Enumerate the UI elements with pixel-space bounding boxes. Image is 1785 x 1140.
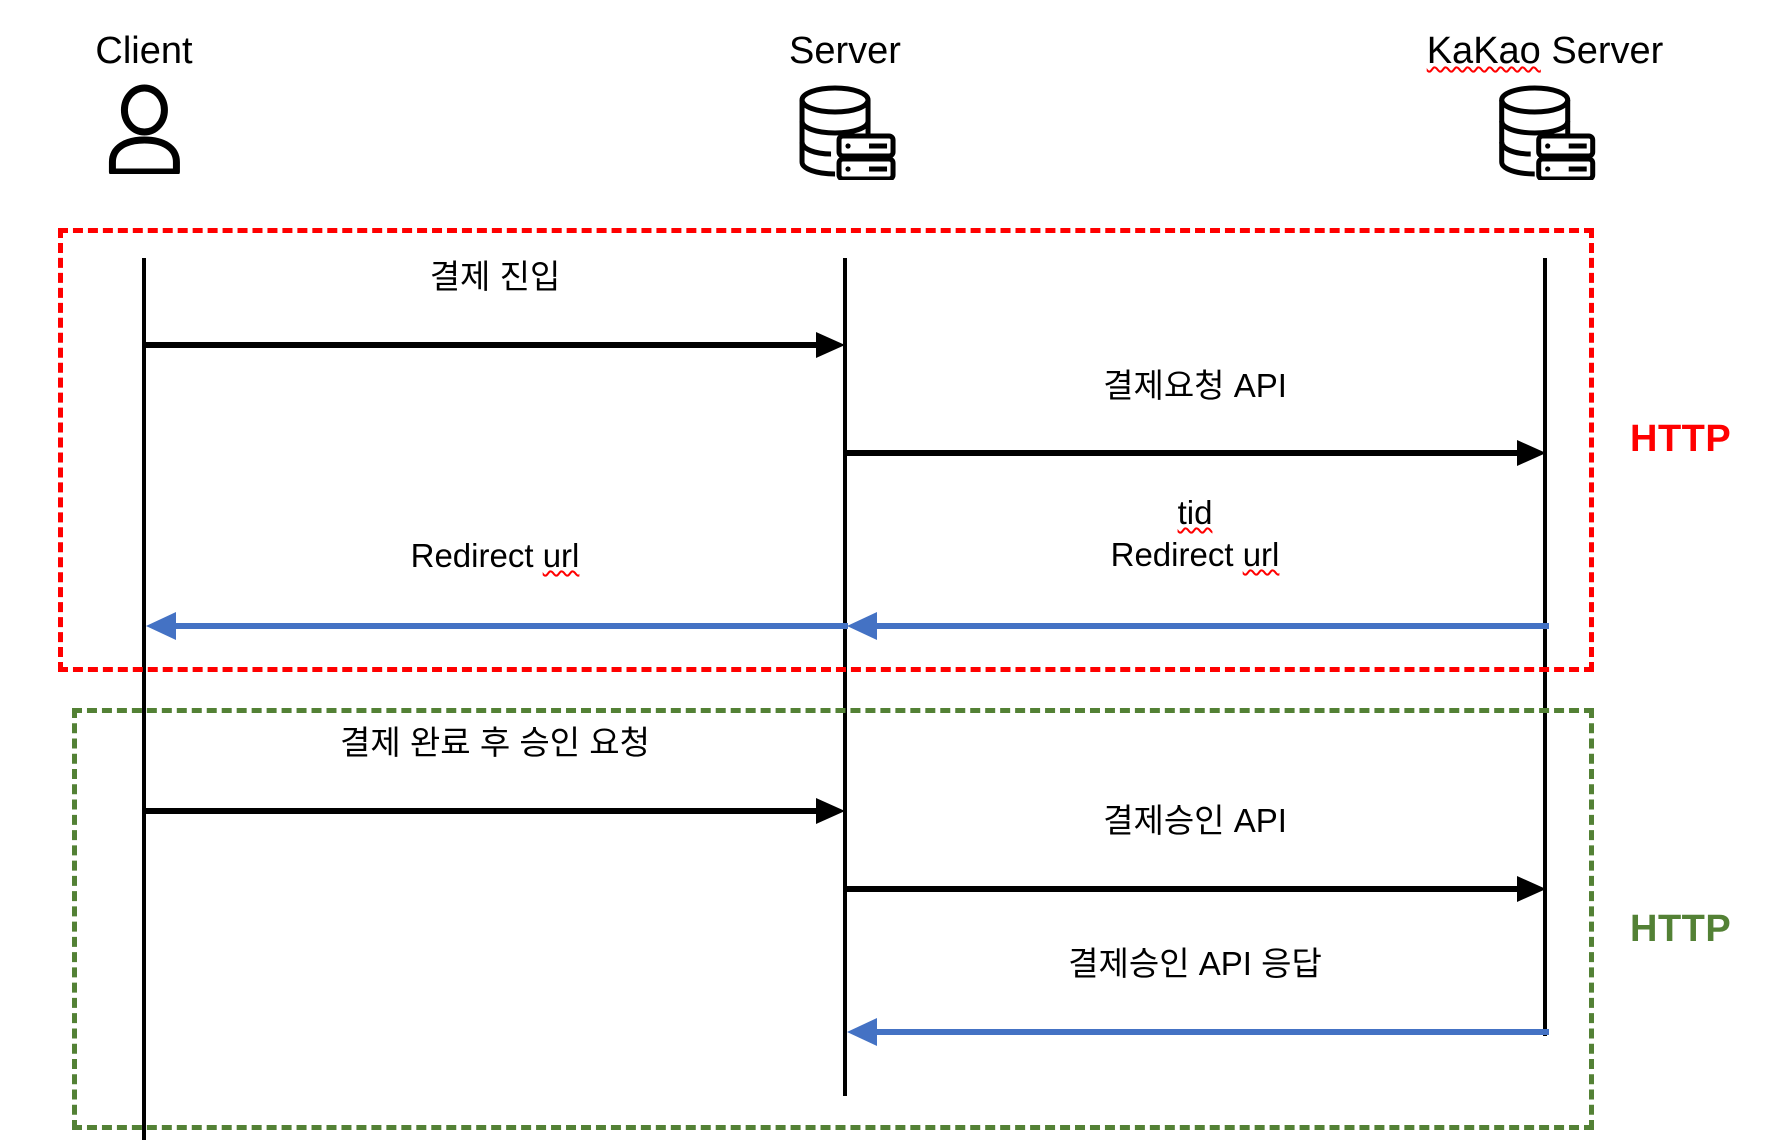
phase-box-http-green bbox=[72, 708, 1594, 1130]
lifeline-kakao bbox=[1543, 258, 1547, 1036]
database-server-icon bbox=[799, 85, 896, 180]
actor-client: Client bbox=[95, 28, 193, 174]
message-arrow-redirect-url-client bbox=[146, 612, 848, 640]
message-arrow-approval-request-after-payment bbox=[144, 798, 845, 824]
redirect-text: Redirect bbox=[410, 537, 543, 574]
misspelled-word-url: url bbox=[1242, 536, 1280, 573]
message-label-payment-request-api: 결제요청 API bbox=[1103, 367, 1287, 404]
actor-client-label: Client bbox=[95, 30, 193, 72]
redirect-text: Redirect bbox=[1110, 536, 1243, 573]
message-arrow-payment-request-api bbox=[845, 440, 1546, 466]
actor-kakao-server-suffix: Server bbox=[1540, 30, 1664, 72]
phase-label-http-red: HTTP bbox=[1630, 418, 1732, 460]
message-arrow-payment-approval-api bbox=[845, 876, 1546, 902]
actor-server: Server bbox=[789, 28, 901, 180]
message-label-redirect-url-client: Redirect url bbox=[411, 535, 580, 577]
message-arrow-payment-entry bbox=[144, 332, 845, 358]
misspelled-word-kakao: KaKao bbox=[1426, 30, 1541, 72]
message-label-tid-redirect-url: tid Redirect url bbox=[1111, 492, 1280, 576]
message-label-payment-approval-api: 결제승인 API bbox=[1103, 802, 1287, 839]
lifeline-server bbox=[843, 258, 847, 1096]
phase-label-http-green: HTTP bbox=[1630, 908, 1732, 950]
message-label-payment-approval-api-response: 결제승인 API 응답 bbox=[1068, 945, 1322, 982]
message-arrow-payment-approval-api-response bbox=[847, 1018, 1549, 1046]
misspelled-word-url: url bbox=[542, 537, 580, 574]
message-label-approval-request-after-payment: 결제 완료 후 승인 요청 bbox=[340, 724, 650, 761]
misspelled-word-tid: tid bbox=[1177, 494, 1213, 531]
actor-server-label: Server bbox=[789, 30, 901, 72]
phase-box-http-red bbox=[58, 228, 1594, 672]
message-label-payment-entry: 결제 진입 bbox=[429, 258, 561, 295]
database-server-icon bbox=[1499, 85, 1596, 180]
message-line-tid: tid bbox=[1111, 492, 1280, 534]
actor-kakao-server-label: KaKao Server bbox=[1427, 28, 1664, 74]
user-icon bbox=[108, 84, 180, 174]
message-arrow-tid-redirect-url bbox=[847, 612, 1549, 640]
actor-kakao-server: KaKao Server bbox=[1427, 28, 1664, 180]
message-line-redirect-url: Redirect url bbox=[1111, 534, 1280, 576]
lifeline-client bbox=[142, 258, 146, 1140]
